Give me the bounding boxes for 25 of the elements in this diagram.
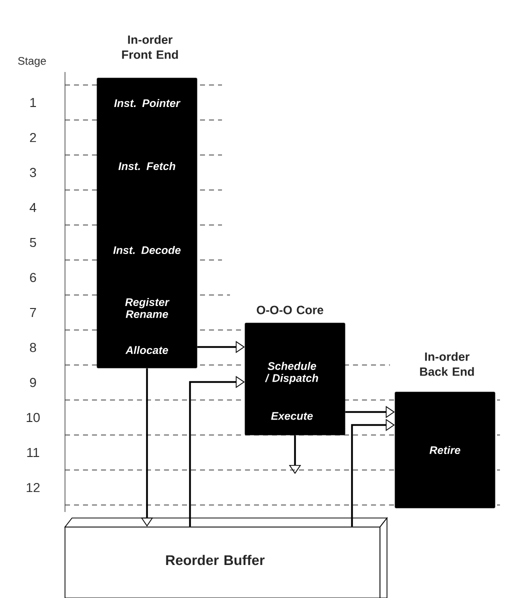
axis-title: Stage [18,57,46,67]
step-label: Inst. Decode [113,246,181,254]
step-label: Register Rename [125,298,170,318]
stage-number: 8 [30,342,36,352]
stage-number: 9 [30,378,36,388]
step-label: Inst. Fetch [118,162,176,170]
stage-number: 7 [30,308,36,317]
stage-number: 1 [30,98,36,107]
block-heading: In-order Back End [420,352,474,376]
block-label: Reorder Buffer [166,554,265,566]
step-label: Allocate [125,346,168,354]
block-heading: In-order Front End [122,35,178,59]
step-label: Schedule / Dispatch [265,362,318,384]
step-label: Retire [430,446,460,454]
block-heading: O-O-O Core [256,306,324,314]
step-label: Execute [271,412,313,420]
stage-number: 4 [30,203,36,212]
stage-number: 6 [30,272,36,282]
stage-number: 3 [30,168,36,178]
step-label: Inst. Pointer [114,98,180,108]
stage-number: 11 [27,448,40,457]
stage-number: 2 [30,132,36,142]
stage-number: 12 [26,482,40,492]
stage-number: 5 [30,238,36,248]
stage-number: 10 [26,412,40,422]
